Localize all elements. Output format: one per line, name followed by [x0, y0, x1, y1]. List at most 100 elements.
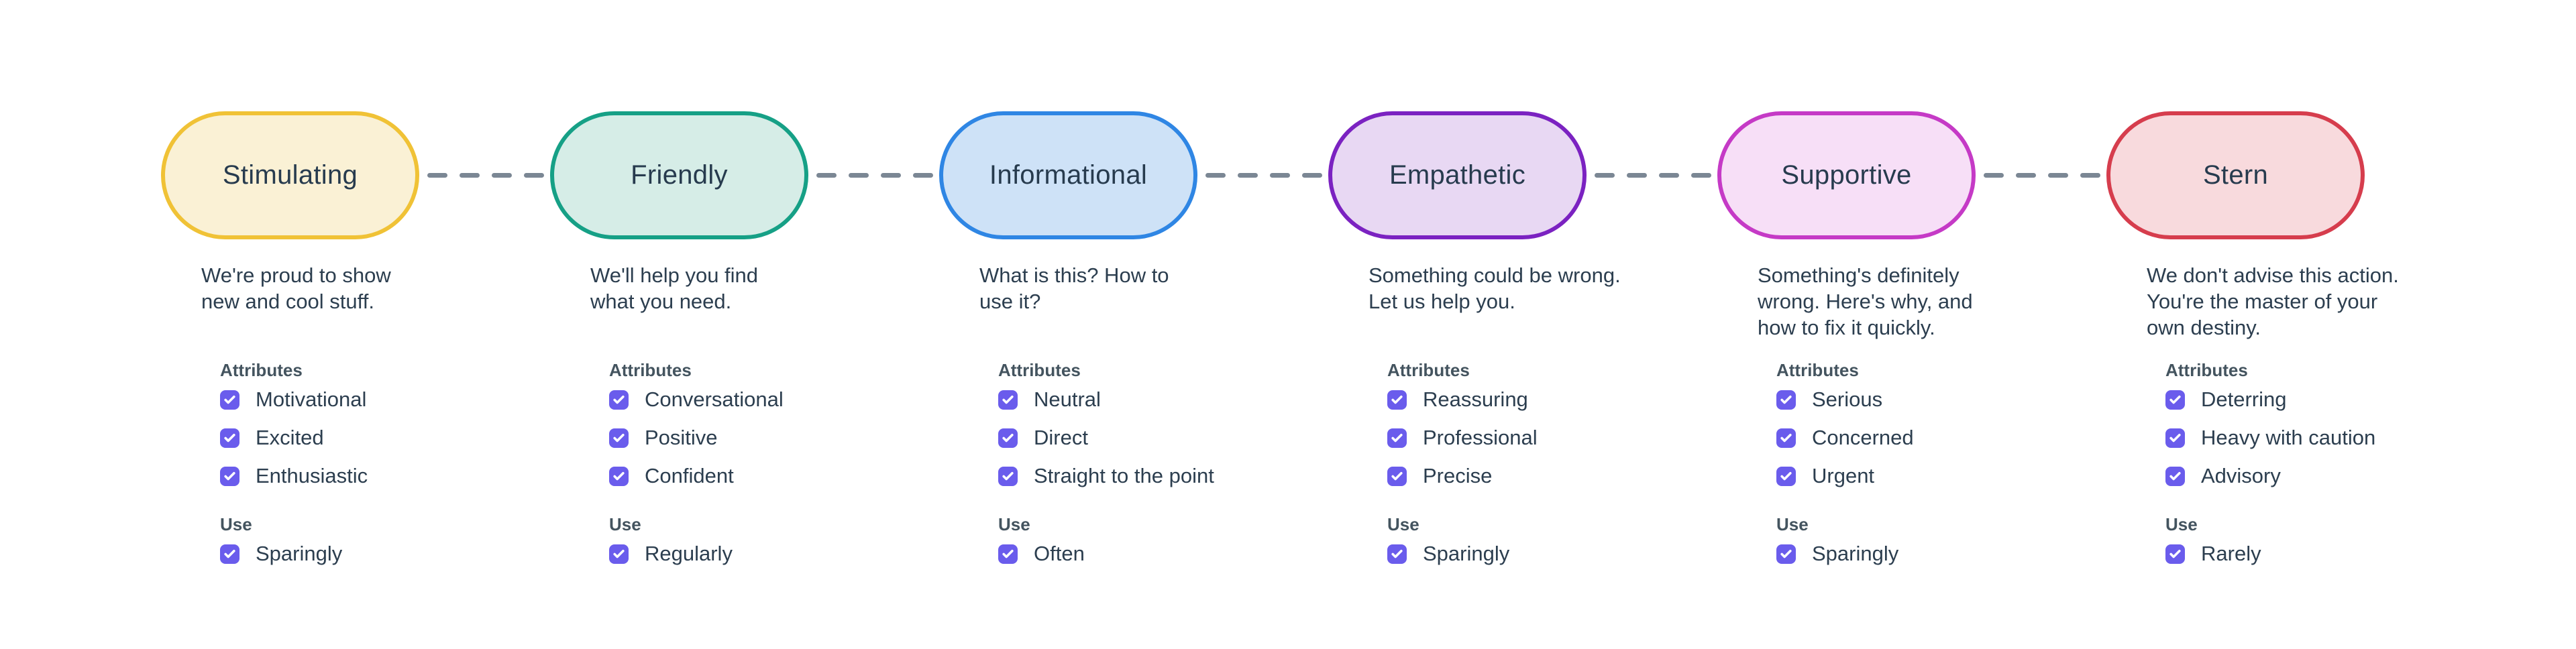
checkbox-row: Motivational: [220, 388, 368, 412]
attribute-checkbox[interactable]: [1776, 428, 1796, 448]
attribute-checkbox[interactable]: [1387, 390, 1407, 410]
checkbox-row: Enthusiastic: [220, 464, 368, 488]
tone-pill[interactable]: Stern: [2106, 111, 2365, 239]
checkbox-row: Excited: [220, 426, 368, 450]
check-icon: [1780, 470, 1792, 483]
attribute-checkbox[interactable]: [220, 466, 239, 486]
checkbox-row: Reassuring: [1387, 388, 1538, 412]
connector-dash: [1984, 173, 2004, 178]
connector-dash: [524, 173, 544, 178]
checkbox-label: Serious: [1812, 388, 1883, 411]
checkbox-label: Heavy with caution: [2201, 426, 2376, 449]
checkbox-label: Professional: [1423, 426, 1538, 449]
checkbox-label: Motivational: [256, 388, 367, 411]
use-row-slot: Sparingly: [1776, 542, 1914, 566]
attribute-checkbox[interactable]: [1776, 544, 1796, 564]
attribute-checkbox[interactable]: [1387, 466, 1407, 486]
use-heading: Use: [609, 514, 641, 534]
checkbox-row: Sparingly: [220, 542, 368, 566]
checkbox-label: Reassuring: [1423, 388, 1528, 411]
check-icon: [612, 470, 625, 483]
attribute-checkbox[interactable]: [220, 390, 239, 410]
connector-dash: [427, 173, 447, 178]
attribute-checkbox[interactable]: [609, 390, 629, 410]
attribute-checkbox[interactable]: [609, 544, 629, 564]
dashed-connector: [427, 173, 544, 178]
checkbox-label: Direct: [1034, 426, 1088, 449]
tone-title: Informational: [989, 160, 1148, 190]
attribute-checkbox[interactable]: [998, 544, 1018, 564]
attribute-checkbox[interactable]: [609, 466, 629, 486]
tone-title: Supportive: [1781, 160, 1912, 190]
checkbox-label: Sparingly: [256, 542, 343, 565]
tone-title: Friendly: [631, 160, 728, 190]
attribute-checkbox[interactable]: [1387, 544, 1407, 564]
attribute-checkbox[interactable]: [220, 428, 239, 448]
check-icon: [223, 548, 236, 560]
tone-details: Attributes Reassuring Professional: [1387, 360, 1538, 580]
tone-pill[interactable]: Supportive: [1717, 111, 1976, 239]
checkbox-row: Rarely: [2165, 542, 2375, 566]
checkbox-row: Deterring: [2165, 388, 2375, 412]
use-row-slot: Sparingly: [220, 542, 368, 566]
check-icon: [2169, 470, 2182, 483]
attribute-list: Reassuring Professional Precise: [1387, 388, 1538, 488]
checkbox-label: Urgent: [1812, 464, 1875, 487]
dashed-connector: [816, 173, 933, 178]
attribute-checkbox[interactable]: [1776, 390, 1796, 410]
use-heading: Use: [998, 514, 1030, 534]
tone-title: Stern: [2202, 160, 2269, 190]
check-icon: [223, 432, 236, 445]
tone-title: Stimulating: [222, 160, 358, 190]
tone-details: Attributes Neutral Direct: [998, 360, 1214, 580]
check-icon: [2169, 548, 2182, 560]
connector-dash: [1302, 173, 1322, 178]
checkbox-row: Sparingly: [1776, 542, 1914, 566]
tone-pill[interactable]: Friendly: [550, 111, 808, 239]
checkbox-row: Regularly: [609, 542, 784, 566]
attributes-heading: Attributes: [1776, 360, 1859, 380]
attribute-checkbox[interactable]: [609, 428, 629, 448]
connector-dash: [816, 173, 837, 178]
attribute-checkbox[interactable]: [2165, 428, 2185, 448]
attribute-checkbox[interactable]: [998, 428, 1018, 448]
connector-dash: [1659, 173, 1679, 178]
checkbox-row: Sparingly: [1387, 542, 1538, 566]
attribute-list: Neutral Direct Straight to the point: [998, 388, 1214, 488]
attribute-checkbox[interactable]: [1776, 466, 1796, 486]
checkbox-label: Precise: [1423, 464, 1493, 487]
attribute-checkbox[interactable]: [1387, 428, 1407, 448]
check-icon: [2169, 432, 2182, 445]
attribute-list: Conversational Positive Confident: [609, 388, 784, 488]
tone-pill[interactable]: Empathetic: [1328, 111, 1587, 239]
tone-pill[interactable]: Stimulating: [161, 111, 419, 239]
connector-dash: [1205, 173, 1226, 178]
tone-pill[interactable]: Informational: [939, 111, 1197, 239]
tone-node: Supportive Something's definitely wrong.…: [1717, 111, 1976, 565]
use-row-slot: Regularly: [609, 542, 784, 566]
checkbox-row: Heavy with caution: [2165, 426, 2375, 450]
attribute-checkbox[interactable]: [2165, 466, 2185, 486]
use-row-slot: Sparingly: [1387, 542, 1538, 566]
check-icon: [1391, 394, 1403, 406]
attribute-checkbox[interactable]: [220, 544, 239, 564]
attribute-checkbox[interactable]: [2165, 390, 2185, 410]
attributes-heading: Attributes: [2165, 360, 2248, 380]
check-icon: [1391, 470, 1403, 483]
checkbox-row: Concerned: [1776, 426, 1914, 450]
tone-node: Friendly We'll help you find what you ne…: [550, 111, 808, 565]
attribute-checkbox[interactable]: [998, 466, 1018, 486]
attribute-checkbox[interactable]: [2165, 544, 2185, 564]
checkbox-row: Positive: [609, 426, 784, 450]
checkbox-label: Straight to the point: [1034, 464, 1214, 487]
connector-dash: [1595, 173, 1615, 178]
attribute-checkbox[interactable]: [998, 390, 1018, 410]
tone-details: Attributes Deterring Heavy with caution: [2165, 360, 2375, 580]
tone-description: We'll help you find what you need.: [590, 263, 759, 313]
use-heading: Use: [1387, 514, 1419, 534]
check-icon: [1780, 432, 1792, 445]
check-icon: [1391, 548, 1403, 560]
use-row-slot: Rarely: [2165, 542, 2375, 566]
checkbox-row: Advisory: [2165, 464, 2375, 488]
